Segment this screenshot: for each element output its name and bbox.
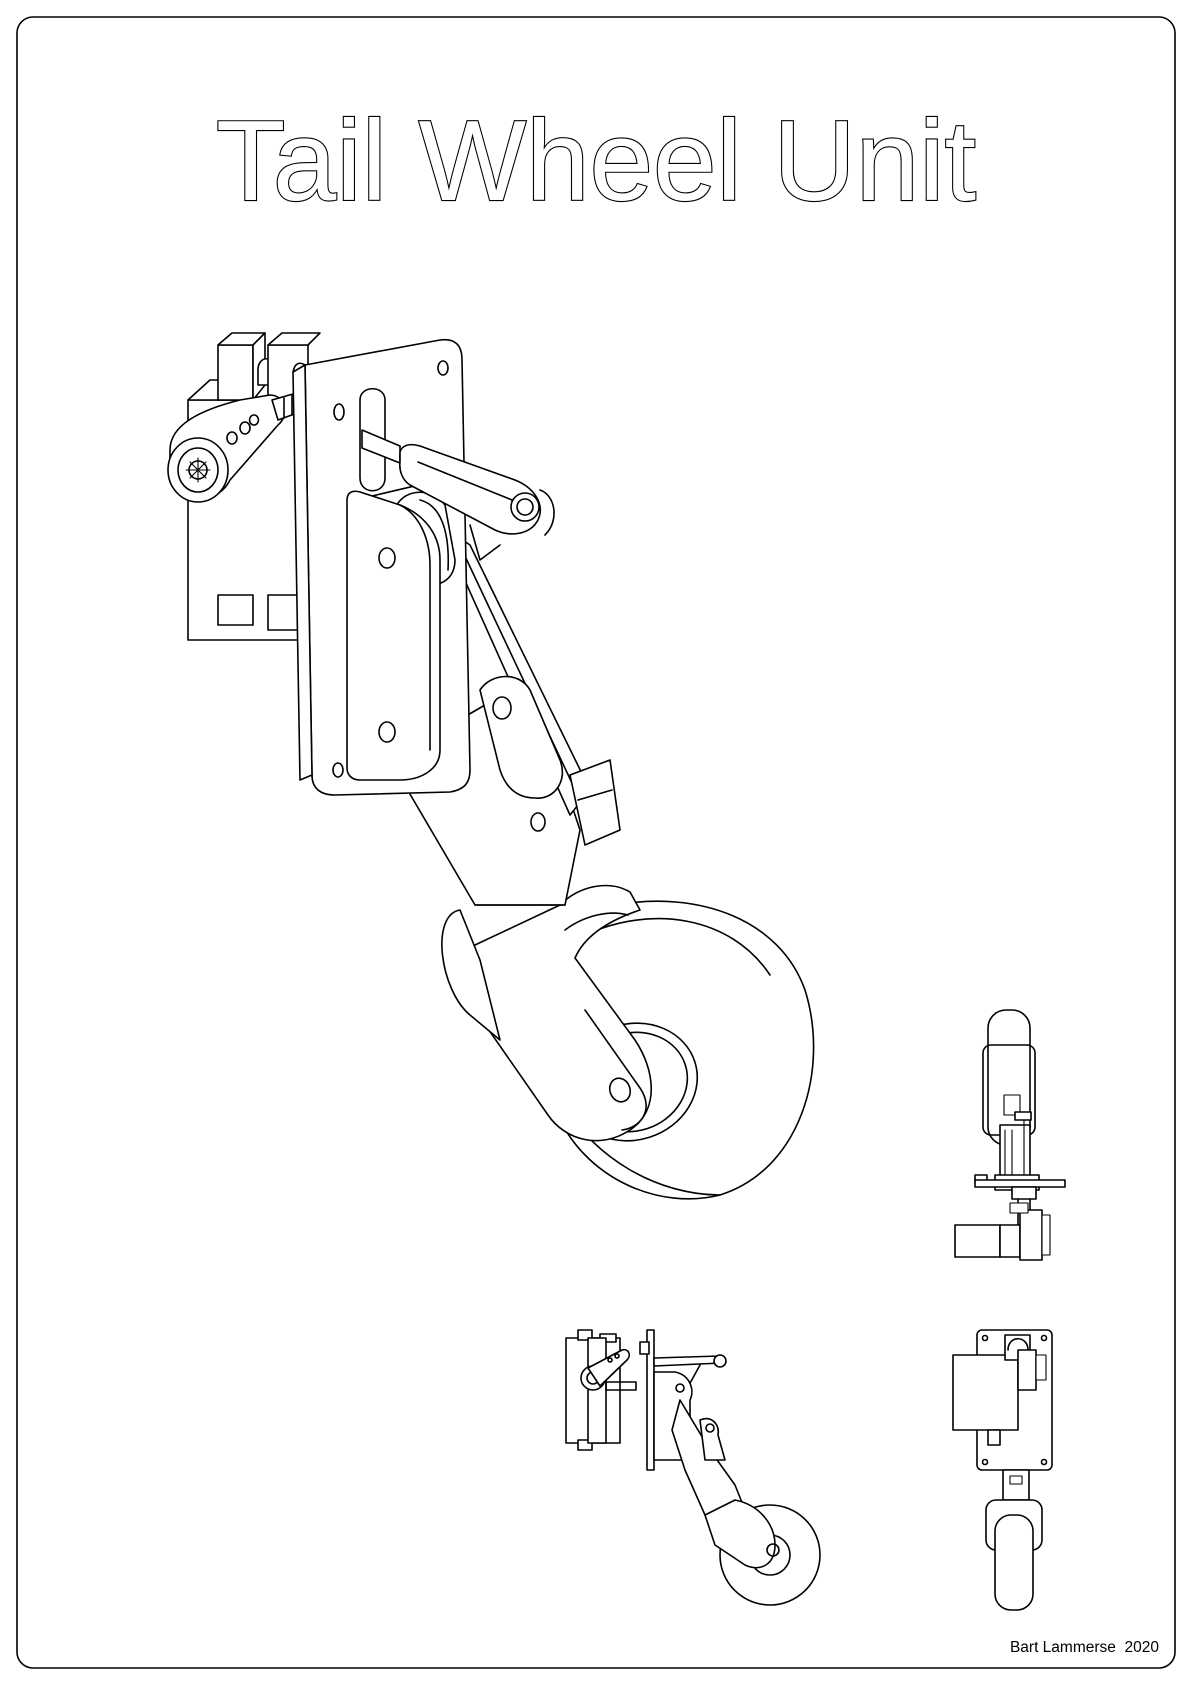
front-mount-plate: [975, 1180, 1065, 1187]
iso-front-bracket: [347, 491, 440, 780]
author-credit: Bart Lammerse 2020: [1010, 1639, 1159, 1656]
iso-bracket-hole: [379, 548, 395, 568]
front-view: [955, 1010, 1065, 1260]
iso-knee-hole: [493, 697, 511, 719]
iso-plate-hole: [334, 404, 344, 420]
iso-bracket-hole: [379, 722, 395, 742]
rear-view: [953, 1330, 1052, 1610]
rear-servo: [953, 1355, 1018, 1430]
drawing-title: Tail Wheel Unit: [216, 98, 976, 225]
iso-arm-hole: [531, 813, 545, 831]
front-servo: [955, 1225, 1000, 1257]
isometric-view: [168, 333, 814, 1199]
rear-tire: [995, 1515, 1033, 1610]
iso-plate-hole: [438, 361, 448, 375]
side-view: [566, 1330, 820, 1605]
iso-plate-hole: [333, 763, 343, 777]
